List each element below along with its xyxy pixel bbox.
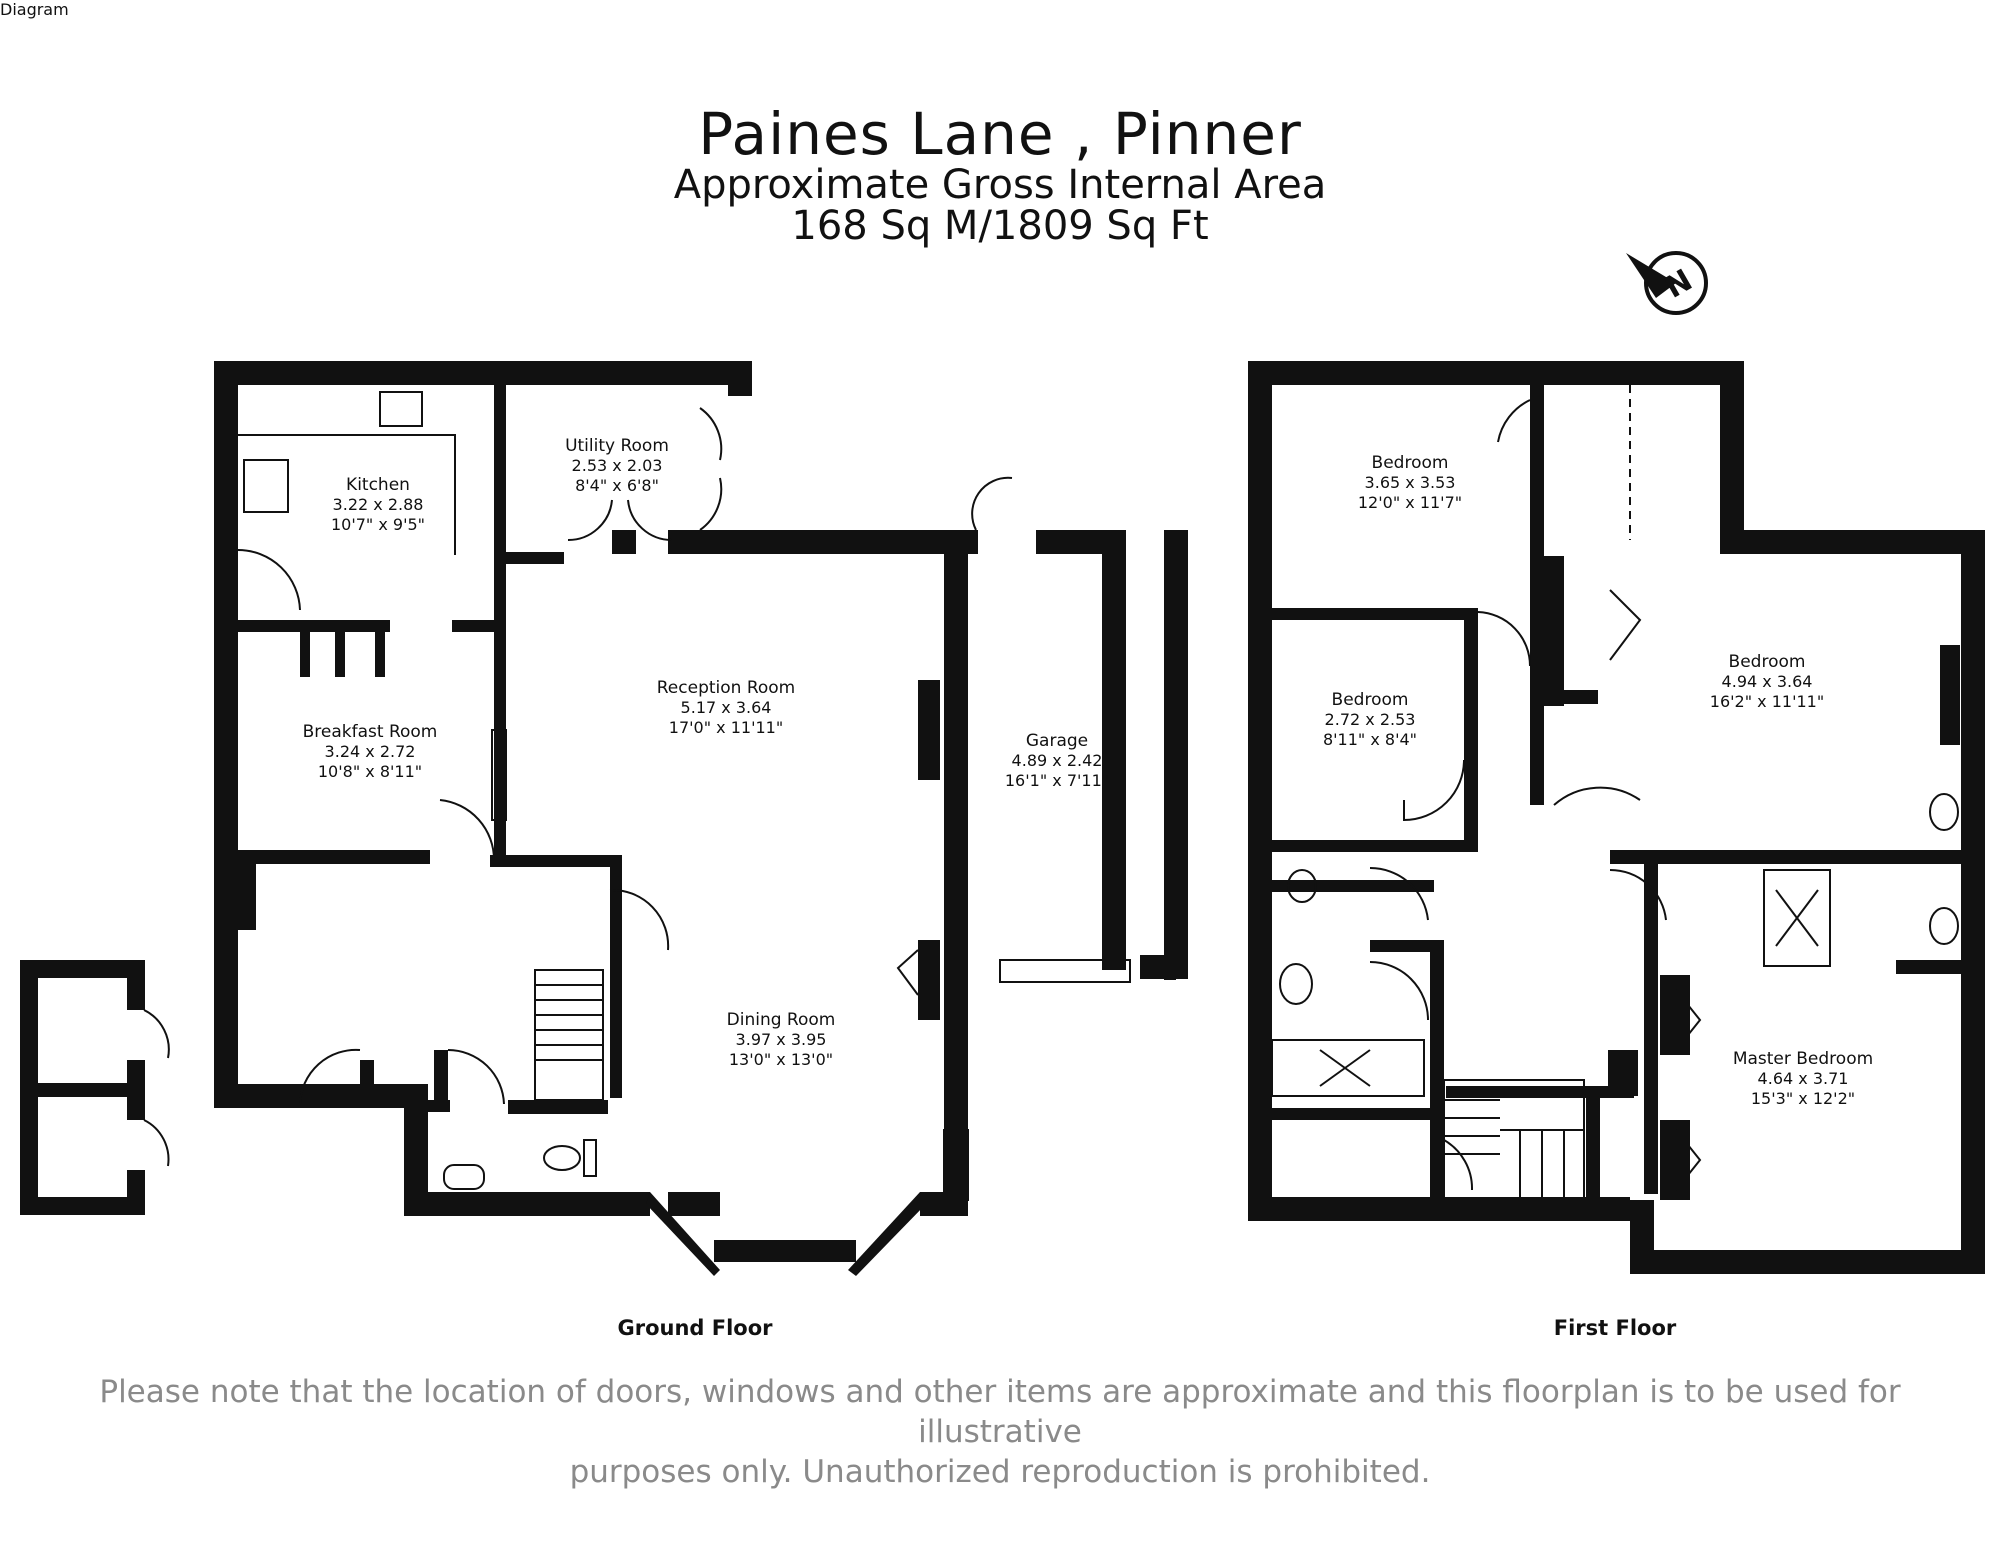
room-imperial: 15'3" x 12'2" [1751, 1089, 1855, 1108]
room-bedroom-3: Bedroom 4.94 x 3.64 16'2" x 11'11" [1710, 652, 1824, 711]
room-reception: Reception Room 5.17 x 3.64 17'0" x 11'11… [657, 678, 795, 737]
first-floor-label: First Floor [1553, 1316, 1677, 1340]
room-metric: 5.17 x 3.64 [681, 698, 772, 717]
room-name: Breakfast Room [303, 722, 438, 742]
room-bedroom-1: Bedroom 3.65 x 3.53 12'0" x 11'7" [1358, 453, 1462, 512]
room-dining: Dining Room 3.97 x 3.95 13'0" x 13'0" [727, 1010, 836, 1069]
room-imperial: 17'0" x 11'11" [669, 718, 783, 737]
ground-floor-plan [20, 361, 1188, 1276]
disclaimer-line-1: Please note that the location of doors, … [99, 1374, 1901, 1450]
room-metric: 3.24 x 2.72 [325, 742, 416, 761]
room-imperial: 13'0" x 13'0" [729, 1050, 833, 1069]
ground-floor-label: Ground Floor [617, 1316, 773, 1340]
plan-subtitle: Approximate Gross Internal Area [673, 162, 1327, 208]
compass-letter: N [1659, 263, 1698, 306]
room-kitchen: Kitchen 3.22 x 2.88 10'7" x 9'5" [331, 475, 425, 534]
room-imperial: 8'4" x 6'8" [575, 476, 659, 495]
room-imperial: 10'7" x 9'5" [331, 515, 425, 534]
room-metric: 3.97 x 3.95 [736, 1030, 827, 1049]
room-name: Bedroom [1332, 690, 1409, 710]
room-imperial: 8'11" x 8'4" [1323, 730, 1417, 749]
room-metric: 4.94 x 3.64 [1722, 672, 1813, 691]
first-floor-room-labels: Bedroom 3.65 x 3.53 12'0" x 11'7" Bedroo… [1323, 453, 1873, 1108]
first-floor-plan [1248, 361, 1985, 1274]
room-metric: 3.22 x 2.88 [333, 495, 424, 514]
room-name: Bedroom [1372, 453, 1449, 473]
disclaimer: Please note that the location of doors, … [40, 1372, 1960, 1492]
disclaimer-line-2: purposes only. Unauthorized reproduction… [569, 1454, 1431, 1490]
room-name: Kitchen [346, 475, 410, 495]
gross-area: 168 Sq M/1809 Sq Ft [791, 203, 1209, 249]
plan-title: Paines Lane , Pinner [698, 100, 1302, 168]
room-metric: 4.89 x 2.42 [1012, 751, 1103, 770]
room-imperial: 16'1" x 7'11" [1005, 771, 1109, 790]
north-compass-icon: N [1626, 251, 1708, 315]
ground-floor-room-labels: Kitchen 3.22 x 2.88 10'7" x 9'5" Utility… [303, 436, 1109, 1069]
room-metric: 2.72 x 2.53 [1325, 710, 1416, 729]
room-imperial: 12'0" x 11'7" [1358, 493, 1462, 512]
room-breakfast: Breakfast Room 3.24 x 2.72 10'8" x 8'11" [303, 722, 438, 781]
room-name: Dining Room [727, 1010, 836, 1030]
room-master-bedroom: Master Bedroom 4.64 x 3.71 15'3" x 12'2" [1733, 1049, 1873, 1108]
room-name: Garage [1026, 731, 1088, 751]
room-name: Reception Room [657, 678, 795, 698]
room-imperial: 16'2" x 11'11" [1710, 692, 1824, 711]
room-garage: Garage 4.89 x 2.42 16'1" x 7'11" [1005, 731, 1109, 790]
room-imperial: 10'8" x 8'11" [318, 762, 422, 781]
room-metric: 2.53 x 2.03 [572, 456, 663, 475]
room-name: Utility Room [565, 436, 669, 456]
room-name: Bedroom [1729, 652, 1806, 672]
room-metric: 4.64 x 3.71 [1758, 1069, 1849, 1088]
room-metric: 3.65 x 3.53 [1365, 473, 1456, 492]
room-name: Master Bedroom [1733, 1049, 1873, 1069]
room-utility: Utility Room 2.53 x 2.03 8'4" x 6'8" [565, 436, 669, 495]
room-bedroom-2: Bedroom 2.72 x 2.53 8'11" x 8'4" [1323, 690, 1417, 749]
